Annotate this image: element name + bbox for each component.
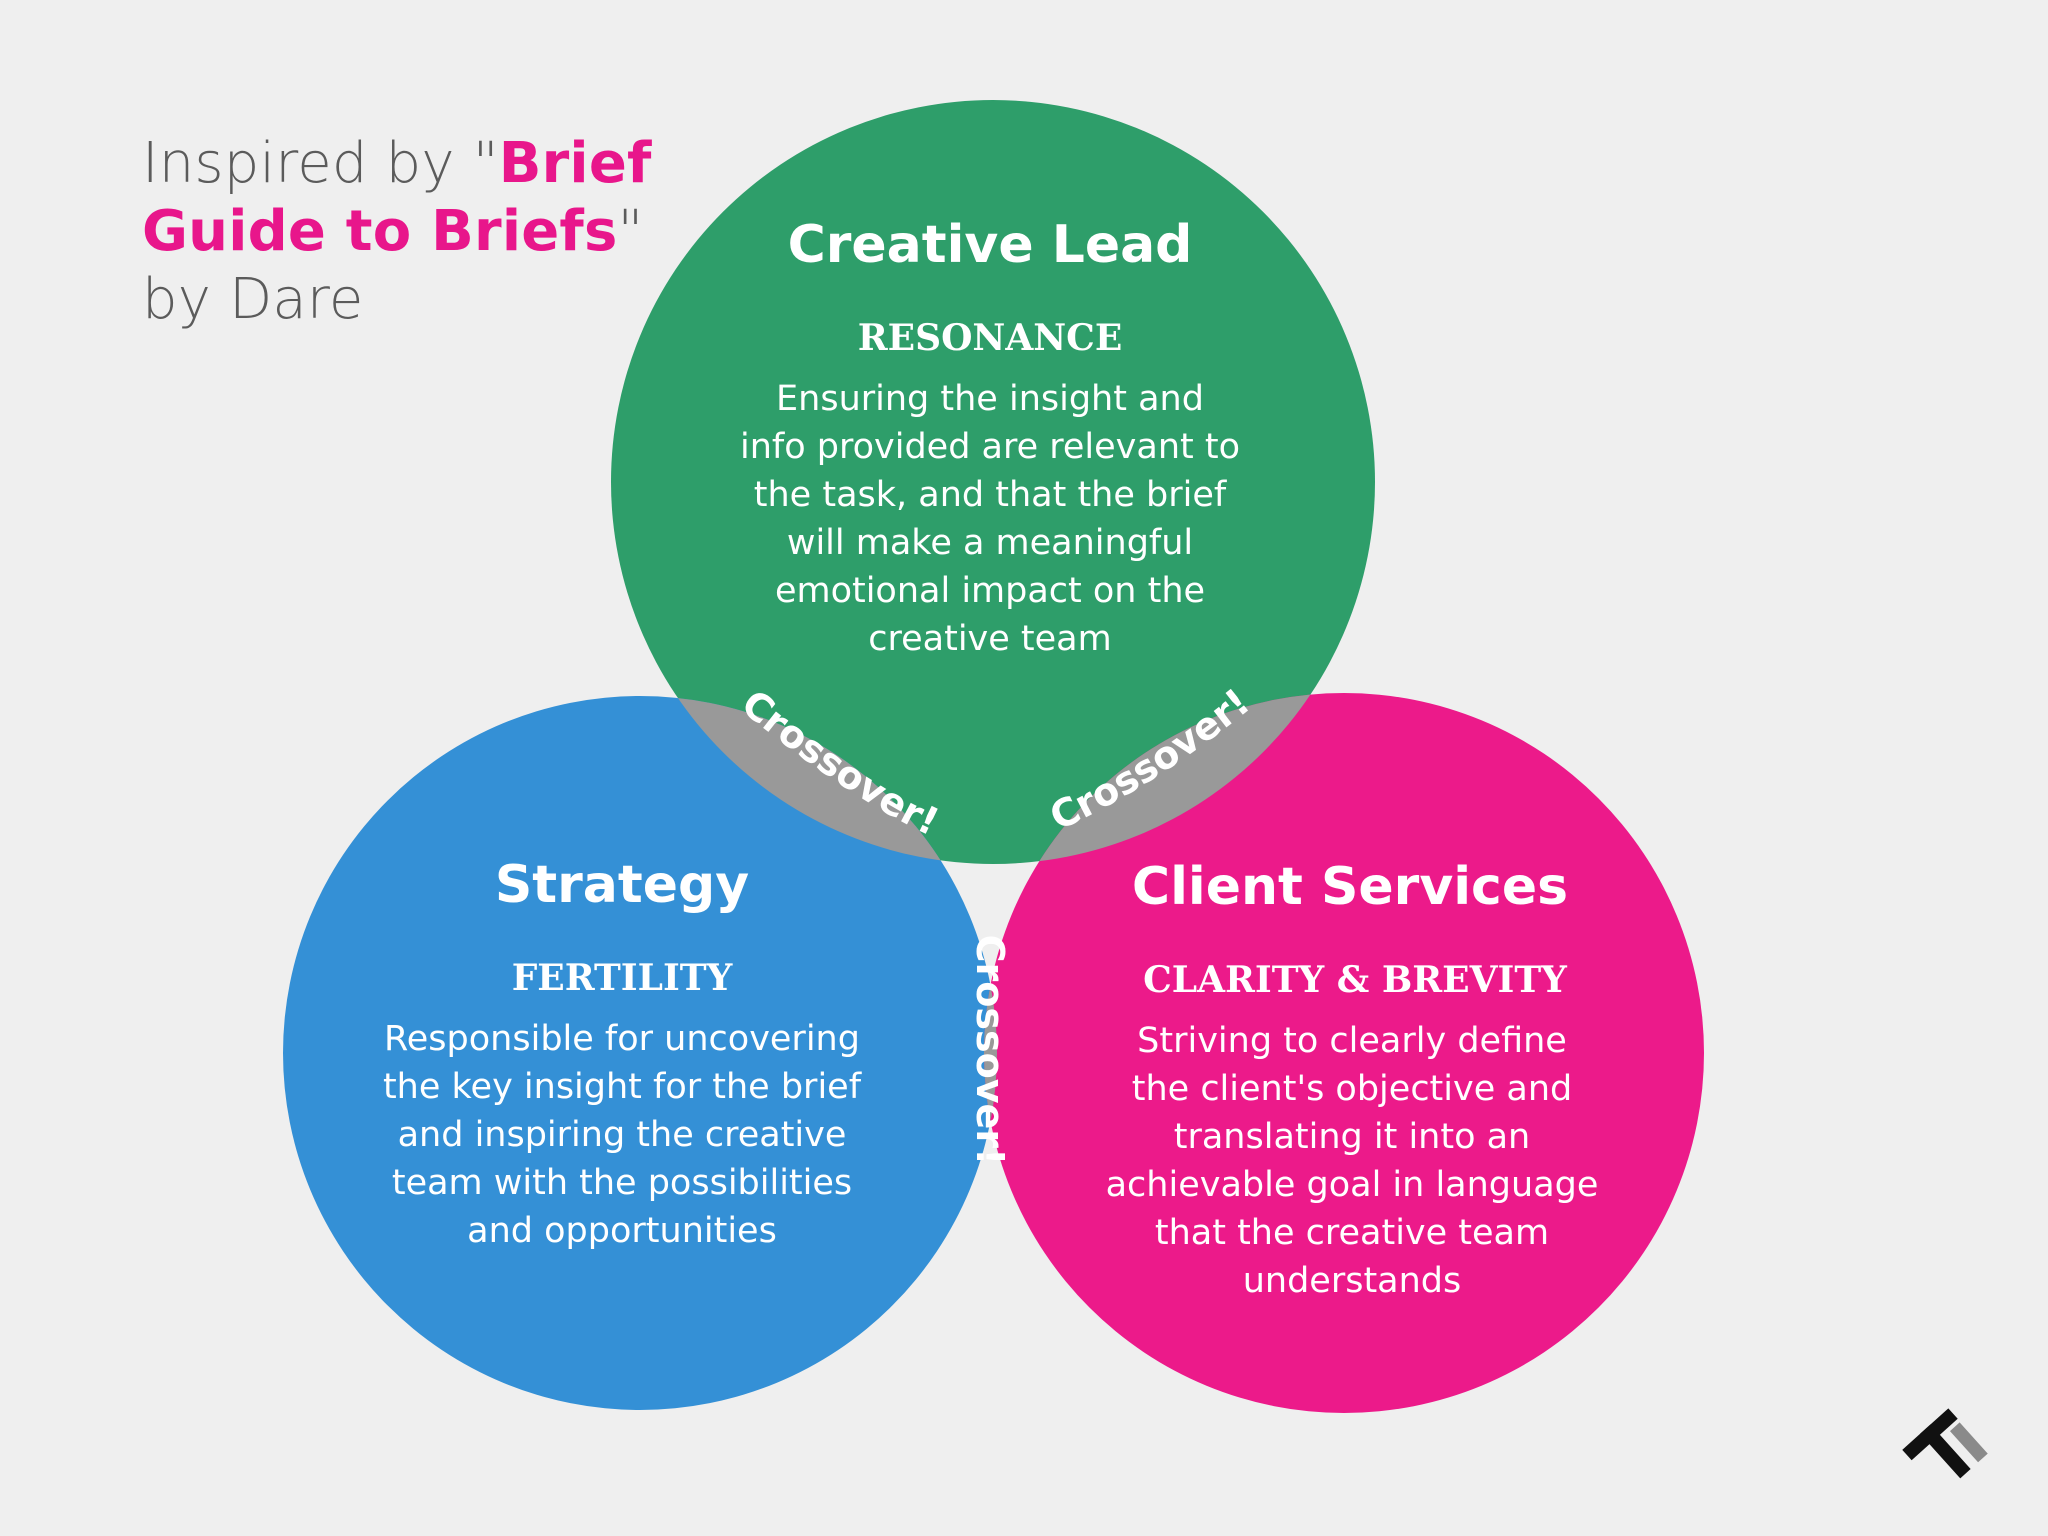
client-services-title: Client Services (1132, 857, 1568, 917)
attribution: Inspired by "Brief Guide to Briefs" by D… (142, 130, 662, 334)
body-line: that the creative team (1155, 1213, 1549, 1253)
creative-lead-circle (611, 100, 1375, 864)
ti-logo-icon (1902, 1408, 1988, 1479)
body-line: the key insight for the brief (383, 1067, 862, 1107)
body-line: and opportunities (467, 1211, 777, 1251)
attribution-title-part1: Brief (498, 131, 652, 196)
body-line: translating it into an (1174, 1117, 1531, 1157)
client-services-circle (984, 693, 1704, 1413)
strategy-title: Strategy (495, 855, 749, 915)
strategy-subtitle: FERTILITY (512, 957, 734, 999)
body-line: understands (1243, 1261, 1462, 1301)
attribution-title-part2: Guide to Briefs (142, 199, 618, 264)
body-line: emotional impact on the (775, 571, 1205, 611)
creative-lead-body: Ensuring the insight and info provided ar… (740, 379, 1240, 659)
body-line: team with the possibilities (392, 1163, 852, 1203)
attribution-suffix: " (617, 199, 644, 264)
body-line: Striving to clearly define (1137, 1021, 1567, 1061)
client-services-subtitle: CLARITY & BREVITY (1143, 959, 1568, 1001)
attribution-prefix: Inspired by " (142, 131, 499, 196)
body-line: the task, and that the brief (754, 475, 1227, 515)
crossover-label-bottom: Crossover! (968, 935, 1012, 1166)
body-line: achievable goal in language (1106, 1165, 1599, 1205)
client-services-body: Striving to clearly define the client's o… (1106, 1021, 1599, 1301)
body-line: Ensuring the insight and (776, 379, 1204, 419)
body-line: info provided are relevant to (740, 427, 1240, 467)
body-line: the client's objective and (1132, 1069, 1572, 1109)
attribution-author: by Dare (142, 267, 364, 332)
body-line: Responsible for uncovering (384, 1019, 860, 1059)
body-line: creative team (868, 619, 1111, 659)
body-line: and inspiring the creative (398, 1115, 847, 1155)
creative-lead-subtitle: RESONANCE (858, 317, 1123, 359)
body-line: will make a meaningful (787, 523, 1193, 563)
strategy-circle (283, 696, 997, 1410)
strategy-body: Responsible for uncovering the key insigh… (383, 1019, 862, 1251)
creative-lead-title: Creative Lead (788, 215, 1193, 275)
